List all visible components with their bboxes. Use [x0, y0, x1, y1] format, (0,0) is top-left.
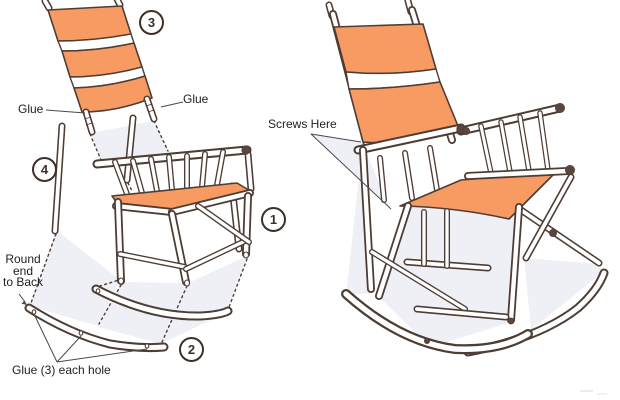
- exploded-dowel-left: [51, 122, 66, 235]
- exploded-backrest: [41, 0, 158, 136]
- glue-left-label: Glue: [18, 102, 44, 116]
- round-end-to-back-label: Round end to Back: [0, 252, 46, 289]
- callout-4-dowel: 4: [32, 157, 57, 182]
- glue-each-hole-label: Glue (3) each hole: [12, 363, 111, 377]
- alignment-guides: [30, 120, 248, 343]
- callout-2-rockers: 2: [179, 337, 204, 362]
- exploded-seat-assembly: [92, 145, 255, 287]
- exploded-leader-lines: [18, 101, 184, 363]
- glue-right-label: Glue: [183, 92, 209, 106]
- exploded-dowel-middle: [123, 114, 137, 184]
- round-end-line-3: to Back: [2, 275, 44, 289]
- assembled-chair: [325, 0, 609, 357]
- round-end-line-1: Round: [5, 252, 41, 266]
- round-end-line-2: end: [12, 263, 34, 278]
- glue-post-right: [143, 95, 158, 123]
- scan-artifact: [580, 390, 593, 392]
- exploded-rocker-far: [91, 284, 233, 321]
- screws-here-label: Screws Here: [268, 117, 337, 131]
- scan-artifact: [597, 393, 607, 395]
- screws-leader-lines: [310, 133, 392, 210]
- assembled-rocker-near: [343, 291, 531, 352]
- glue-post-left: [82, 108, 96, 136]
- callout-3-backrest: 3: [139, 10, 164, 35]
- callout-1-seat-assembly: 1: [261, 207, 286, 232]
